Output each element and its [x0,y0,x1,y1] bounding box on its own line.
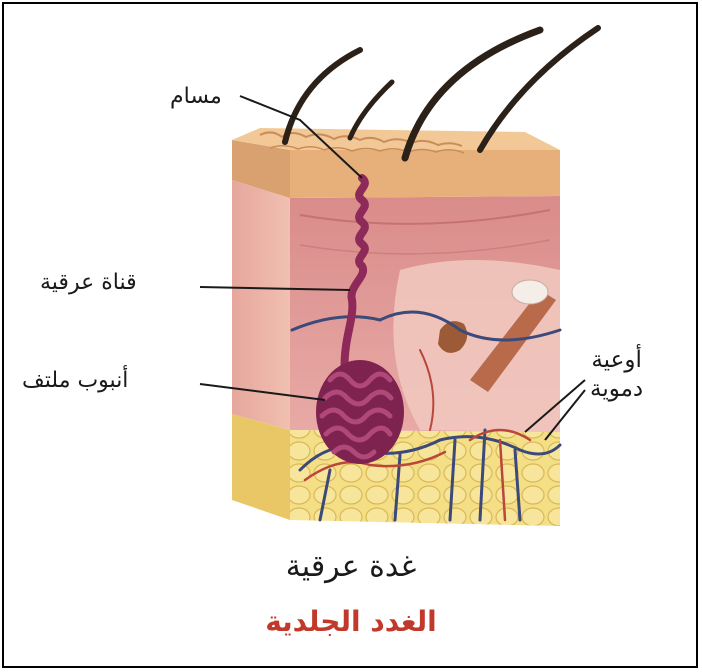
page-title: الغدد الجلدية [0,608,702,636]
label-coiled-tube: أنبوب ملتف [22,370,128,392]
label-pore: مسام [170,86,222,108]
epidermis-layer [232,128,560,198]
caption-sweat-gland: غدة عرقية [0,552,702,582]
label-blood-vessels-line2: دموية [590,375,643,404]
label-blood-vessels: أوعية دموية [590,346,643,404]
label-sweat-duct: قناة عرقية [40,272,137,294]
label-blood-vessels-line1: أوعية [590,346,643,375]
